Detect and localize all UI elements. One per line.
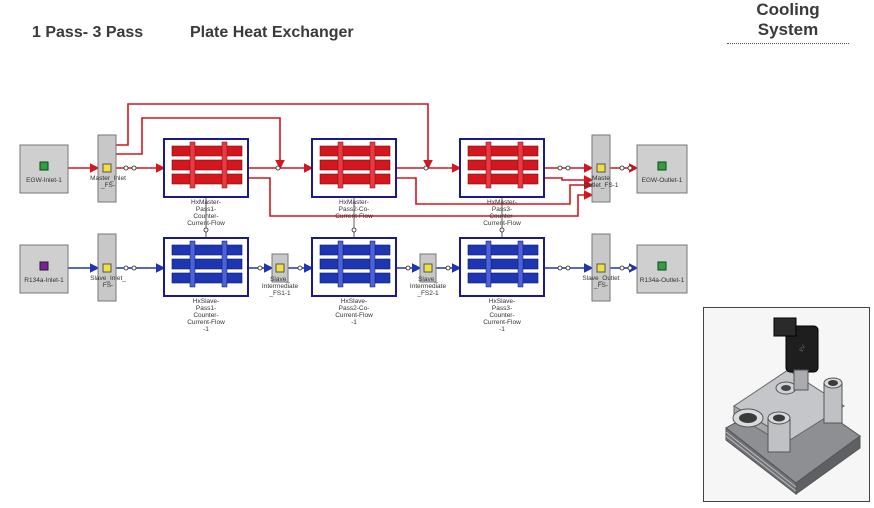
svg-text:Pass2-Co-: Pass2-Co-: [339, 206, 370, 213]
master-outlet-fs: Maste Outlet_FS-1: [583, 134, 619, 203]
r134a-outlet-block: R134a-Outlet-1: [636, 244, 688, 294]
svg-text:Intermediate: Intermediate: [410, 283, 447, 290]
title-system-line1: Cooling: [756, 0, 820, 19]
hx-master-pass2: HxMaster- Pass2-Co- Current-Flow: [311, 138, 397, 220]
svg-text:Slave_Outlet: Slave_Outlet: [582, 275, 619, 282]
svg-text:Slave_Inlet_: Slave_Inlet_: [90, 275, 126, 282]
heat-exchanger-illustration: EV: [704, 308, 869, 501]
svg-text:Pass1-: Pass1-: [196, 305, 216, 312]
svg-text:Pass3-: Pass3-: [492, 305, 512, 312]
svg-text:Slave_: Slave_: [418, 276, 438, 283]
svg-text:Current-Flow: Current-Flow: [335, 312, 373, 319]
title-system-line2: System: [757, 20, 819, 39]
svg-text:Current-Flow: Current-Flow: [187, 319, 225, 326]
title-system: Cooling System: [727, 0, 849, 44]
svg-text:_FS1-1: _FS1-1: [268, 290, 291, 297]
title-pass-config: 1 Pass- 3 Pass: [32, 24, 144, 41]
r134a-outlet-label: R134a-Outlet-1: [640, 277, 685, 284]
svg-text:EV: EV: [799, 344, 808, 353]
svg-text:HxSlave-: HxSlave-: [489, 298, 515, 305]
svg-text:_FS-: _FS-: [593, 282, 608, 289]
hx-master-pass3: HxMaster- Pass3- Counter- Current-Flow: [459, 138, 545, 227]
egw-outlet-label: EGW-Outlet-1: [642, 177, 683, 184]
svg-text:Counter-: Counter-: [489, 213, 514, 220]
svg-text:Maste: Maste: [592, 175, 610, 182]
svg-text:-1: -1: [351, 319, 357, 326]
title-component: Plate Heat Exchanger: [190, 24, 354, 41]
slave-intermediate-fs2: Slave_ Intermediate _FS2-1: [410, 253, 447, 297]
svg-text:Slave_: Slave_: [270, 276, 290, 283]
slave-outlet-fs: Slave_Outlet _FS-: [582, 233, 620, 302]
svg-text:-1: -1: [203, 326, 209, 333]
svg-text:_FS2-1: _FS2-1: [416, 290, 439, 297]
svg-text:HxMaster-: HxMaster-: [339, 199, 369, 206]
svg-text:Counter-: Counter-: [489, 312, 514, 319]
hx-master-pass1: HxMaster- Pass1- Counter- Current-Flow: [163, 138, 249, 227]
egw-inlet-label: EGW-Inlet-1: [26, 177, 62, 184]
svg-text:Pass1-: Pass1-: [196, 206, 216, 213]
svg-text:Current-Flow: Current-Flow: [483, 220, 521, 227]
slave-inlet-fs: Slave_Inlet_ FS-: [90, 233, 126, 302]
svg-text:Counter-: Counter-: [193, 312, 218, 319]
r134a-inlet-label: R134a-Inlet-1: [24, 277, 64, 284]
svg-text:Outlet_FS-1: Outlet_FS-1: [583, 182, 618, 189]
svg-text:Current-Flow: Current-Flow: [187, 220, 225, 227]
slave-intermediate-fs1: Slave_ Intermediate _FS1-1: [262, 253, 299, 297]
svg-text:HxSlave-: HxSlave-: [193, 298, 219, 305]
svg-text:_FS-: _FS-: [100, 182, 115, 189]
port-nodes: [123, 165, 633, 271]
svg-text:Intermediate: Intermediate: [262, 283, 299, 290]
svg-text:Pass3-: Pass3-: [492, 206, 512, 213]
r134a-inlet-block: R134a-Inlet-1: [19, 244, 69, 294]
svg-text:FS-: FS-: [103, 282, 113, 289]
svg-text:Current-Flow: Current-Flow: [335, 213, 373, 220]
egw-inlet-block: EGW-Inlet-1: [19, 144, 69, 194]
master-inlet-fs: Master_Inlet _FS-: [90, 134, 126, 203]
svg-text:HxMaster-: HxMaster-: [191, 199, 221, 206]
hx-slave-pass2: HxSlave- Pass2-Co- Current-Flow -1: [311, 237, 397, 326]
heat-exchanger-photo: EV: [703, 307, 870, 502]
svg-text:Master_Inlet: Master_Inlet: [90, 175, 126, 182]
svg-text:HxSlave-: HxSlave-: [341, 298, 367, 305]
svg-text:HxMaster-: HxMaster-: [487, 199, 517, 206]
svg-text:-1: -1: [499, 326, 505, 333]
egw-outlet-block: EGW-Outlet-1: [636, 144, 688, 194]
hx-slave-pass3: HxSlave- Pass3- Counter- Current-Flow -1: [459, 237, 545, 333]
svg-text:Current-Flow: Current-Flow: [483, 319, 521, 326]
hx-slave-pass1: HxSlave- Pass1- Counter- Current-Flow -1: [163, 237, 249, 333]
svg-text:Counter-: Counter-: [193, 213, 218, 220]
svg-text:Pass2-Co-: Pass2-Co-: [339, 305, 370, 312]
